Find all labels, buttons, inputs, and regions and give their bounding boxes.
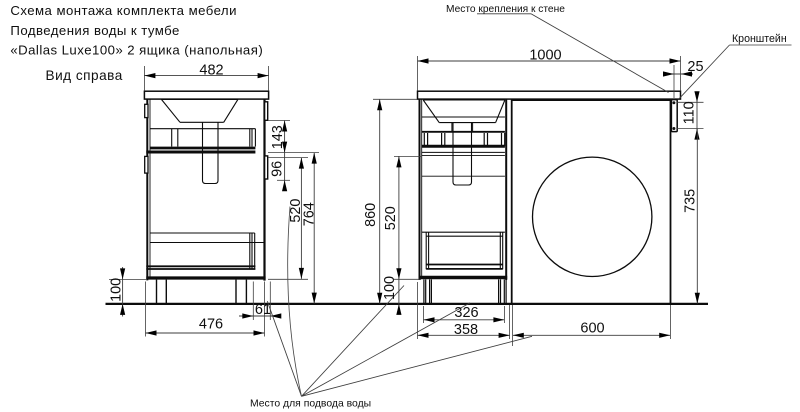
svg-text:143: 143 (270, 125, 286, 149)
svg-text:1000: 1000 (529, 47, 561, 63)
svg-text:Подведения воды к тумбе: Подведения воды к тумбе (10, 23, 179, 38)
svg-text:326: 326 (454, 305, 478, 321)
svg-text:860: 860 (363, 203, 379, 227)
svg-text:«Dallas Luxe100» 2 ящика (напо: «Dallas Luxe100» 2 ящика (напольная) (10, 43, 263, 58)
svg-text:520: 520 (383, 206, 399, 230)
svg-text:Схема монтажа комплекта мебели: Схема монтажа комплекта мебели (10, 3, 237, 18)
svg-text:96: 96 (269, 161, 285, 177)
svg-text:735: 735 (682, 189, 698, 213)
svg-text:358: 358 (454, 322, 478, 338)
svg-text:Место для подвода воды: Место для подвода воды (250, 399, 371, 410)
svg-text:110: 110 (681, 101, 697, 124)
svg-text:Вид справа: Вид справа (46, 68, 123, 83)
svg-text:476: 476 (199, 317, 223, 333)
svg-text:482: 482 (199, 62, 223, 78)
svg-text:520: 520 (288, 199, 304, 223)
svg-text:61: 61 (255, 302, 271, 318)
svg-text:Место крепления к стене: Место крепления к стене (446, 4, 565, 15)
svg-text:Кронштейн: Кронштейн (732, 33, 787, 45)
svg-text:600: 600 (580, 320, 604, 336)
svg-text:25: 25 (687, 59, 703, 75)
svg-text:100: 100 (108, 278, 124, 302)
svg-text:764: 764 (302, 202, 318, 226)
svg-text:100: 100 (382, 276, 398, 300)
